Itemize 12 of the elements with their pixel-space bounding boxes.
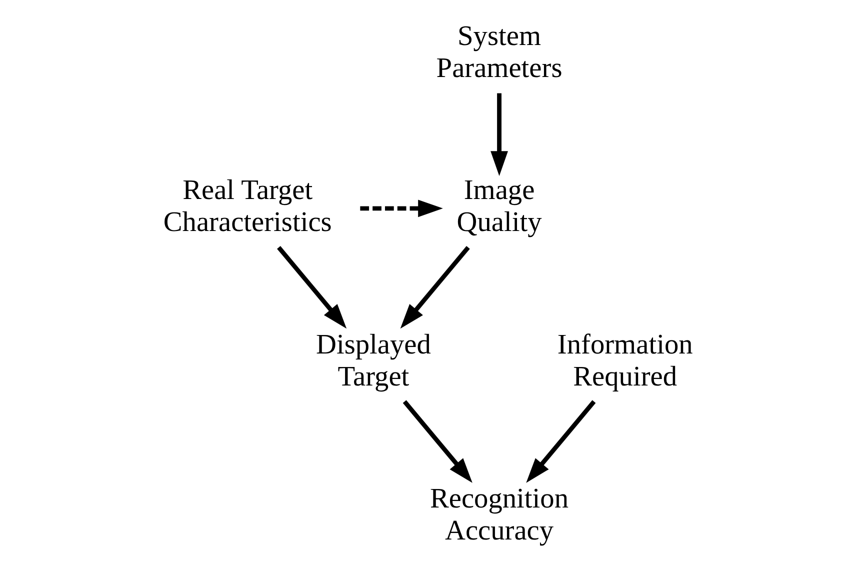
node-text: Displayed Target [316, 329, 431, 392]
node-text: Real Target Characteristics [163, 175, 332, 238]
arrow [360, 200, 443, 218]
node-text: Recognition Accuracy [430, 484, 569, 546]
node-text: System Parameters [436, 21, 562, 84]
arrow [400, 246, 470, 329]
arrow [277, 246, 347, 329]
node-text: Information Required [557, 329, 693, 392]
arrow [526, 400, 596, 483]
arrow [402, 400, 472, 483]
node-text: Image Quality [456, 175, 542, 238]
arrow [490, 93, 508, 176]
